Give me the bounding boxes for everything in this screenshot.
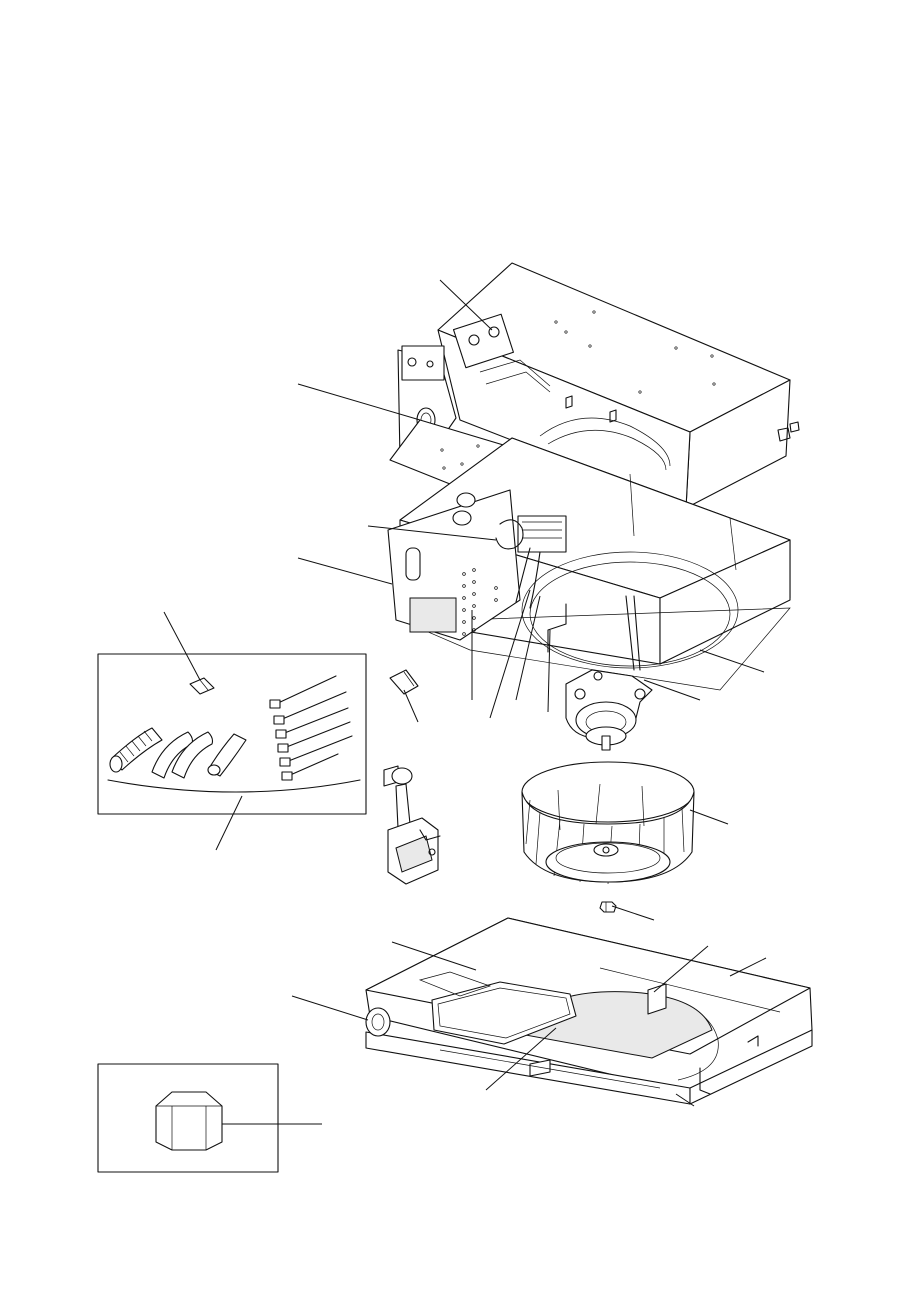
leader-terminal-leads bbox=[547, 629, 551, 713]
leader-top-casing bbox=[439, 279, 493, 331]
leader-drain-outlet bbox=[297, 383, 421, 421]
leader-lines bbox=[163, 279, 767, 1125]
flexible-hose bbox=[109, 727, 163, 773]
leader-connector bbox=[163, 611, 201, 681]
cable-ties bbox=[269, 675, 353, 781]
bottom-panel bbox=[365, 917, 813, 1105]
leader-bottom-panel bbox=[729, 957, 767, 977]
leader-panel-edge bbox=[391, 941, 477, 971]
leader-bracket-clip bbox=[403, 689, 419, 723]
fan-nut bbox=[599, 901, 617, 913]
leader-fan-nut bbox=[611, 905, 655, 921]
hex-nut-detail bbox=[97, 1063, 279, 1173]
sirocco-fan bbox=[521, 761, 695, 885]
leader-fan-motor bbox=[643, 679, 701, 701]
leader-fan-housing bbox=[297, 557, 393, 585]
leader-control-box bbox=[485, 1027, 557, 1091]
fan-housing bbox=[387, 437, 791, 691]
leader-wire-2 bbox=[515, 595, 541, 701]
leader-wire-1 bbox=[489, 589, 531, 719]
accessory-kit bbox=[97, 653, 367, 815]
fan-motor bbox=[565, 669, 653, 751]
leader-scroll-edge bbox=[699, 649, 765, 673]
drain-pump-assembly bbox=[383, 765, 441, 885]
bracket-clip bbox=[389, 669, 419, 695]
leader-wiring-connector bbox=[367, 525, 497, 541]
leader-sirocco-fan bbox=[689, 809, 729, 825]
leader-accessory-kit bbox=[215, 795, 243, 851]
leader-panel-bracket bbox=[653, 945, 709, 993]
leader-panel-drain bbox=[291, 995, 369, 1021]
leader-panel-corner bbox=[675, 1093, 695, 1107]
